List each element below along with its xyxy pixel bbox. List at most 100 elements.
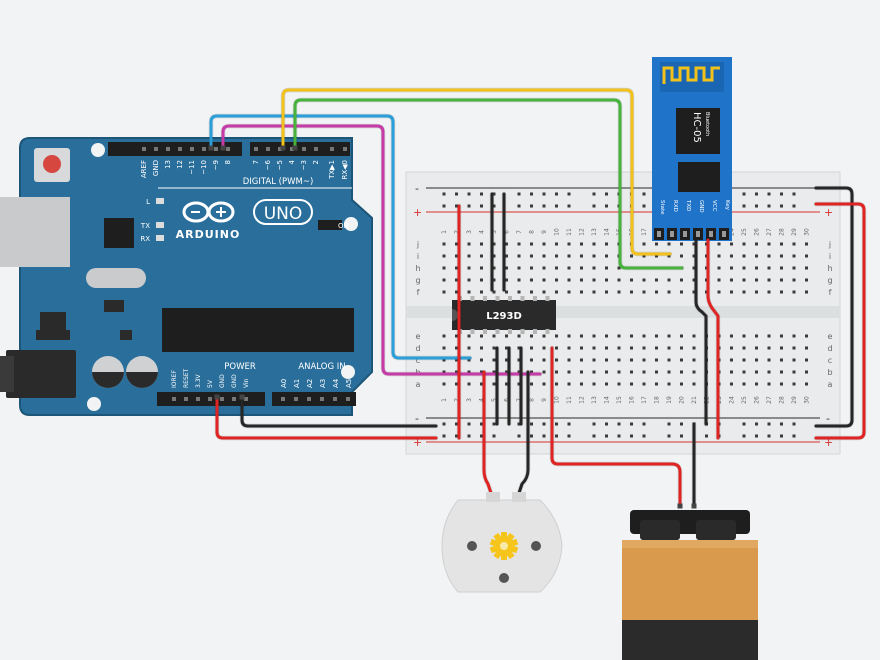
bb-hole[interactable] [480, 254, 483, 258]
bb-rail-hole[interactable] [755, 192, 758, 196]
bb-hole[interactable] [580, 334, 583, 338]
bb-rail-hole[interactable] [605, 204, 608, 208]
bb-hole[interactable] [455, 358, 458, 362]
bb-hole[interactable] [792, 382, 796, 386]
bb-hole[interactable] [542, 254, 546, 258]
header-pin[interactable] [202, 147, 206, 151]
bb-hole[interactable] [442, 290, 446, 294]
bb-rail-hole[interactable] [492, 204, 496, 208]
bb-hole[interactable] [467, 278, 471, 282]
bb-hole[interactable] [667, 370, 671, 374]
bb-rail-hole[interactable] [567, 434, 571, 438]
bb-hole[interactable] [780, 254, 783, 258]
header-pin[interactable] [232, 397, 236, 401]
bb-hole[interactable] [655, 382, 658, 386]
bb-hole[interactable] [642, 358, 646, 362]
bb-hole[interactable] [717, 278, 721, 282]
bb-hole[interactable] [555, 382, 558, 386]
header-pin[interactable] [166, 147, 170, 151]
bb-hole[interactable] [755, 346, 758, 350]
bb-rail-hole[interactable] [467, 434, 471, 438]
bb-hole[interactable] [442, 358, 446, 362]
bb-hole[interactable] [480, 266, 483, 270]
bb-hole[interactable] [567, 382, 571, 386]
header-pin[interactable] [190, 147, 194, 151]
bb-hole[interactable] [630, 370, 633, 374]
bb-hole[interactable] [717, 254, 721, 258]
bb-hole[interactable] [467, 358, 471, 362]
bb-hole[interactable] [755, 358, 758, 362]
bb-hole[interactable] [555, 358, 558, 362]
bb-rail-hole[interactable] [592, 192, 596, 196]
bb-hole[interactable] [680, 290, 683, 294]
bb-hole[interactable] [755, 278, 758, 282]
bb-rail-hole[interactable] [592, 422, 596, 426]
bb-hole[interactable] [780, 334, 783, 338]
bb-rail-hole[interactable] [592, 434, 596, 438]
bb-hole[interactable] [642, 346, 646, 350]
bb-hole[interactable] [567, 278, 571, 282]
bb-hole[interactable] [492, 334, 496, 338]
bb-hole[interactable] [517, 382, 521, 386]
bb-rail-hole[interactable] [705, 434, 708, 438]
bb-hole[interactable] [630, 334, 633, 338]
bb-hole[interactable] [630, 290, 633, 294]
bb-rail-hole[interactable] [442, 204, 446, 208]
bb-hole[interactable] [805, 242, 808, 246]
bb-rail-hole[interactable] [792, 204, 796, 208]
bb-hole[interactable] [730, 278, 733, 282]
bb-hole[interactable] [805, 290, 808, 294]
bb-hole[interactable] [667, 358, 671, 362]
bb-hole[interactable] [767, 290, 771, 294]
bb-hole[interactable] [455, 278, 458, 282]
bb-hole[interactable] [780, 242, 783, 246]
bb-hole[interactable] [680, 242, 683, 246]
bb-rail-hole[interactable] [480, 422, 483, 426]
bb-hole[interactable] [505, 346, 508, 350]
bb-hole[interactable] [805, 346, 808, 350]
bb-hole[interactable] [617, 346, 621, 350]
bb-hole[interactable] [530, 334, 533, 338]
bb-hole[interactable] [617, 290, 621, 294]
bb-hole[interactable] [642, 370, 646, 374]
bb-hole[interactable] [442, 242, 446, 246]
bb-hole[interactable] [542, 358, 546, 362]
bb-hole[interactable] [480, 278, 483, 282]
bb-hole[interactable] [667, 334, 671, 338]
bb-rail-hole[interactable] [642, 434, 646, 438]
bb-rail-hole[interactable] [630, 422, 633, 426]
bb-hole[interactable] [655, 346, 658, 350]
bb-hole[interactable] [642, 290, 646, 294]
header-pin[interactable] [330, 147, 334, 151]
bb-hole[interactable] [655, 242, 658, 246]
bb-rail-hole[interactable] [480, 192, 483, 196]
bb-hole[interactable] [480, 290, 483, 294]
bb-hole[interactable] [655, 370, 658, 374]
bb-hole[interactable] [480, 334, 483, 338]
bb-hole[interactable] [717, 266, 721, 270]
bb-hole[interactable] [542, 382, 546, 386]
bb-hole[interactable] [455, 382, 458, 386]
bb-hole[interactable] [592, 346, 596, 350]
bb-hole[interactable] [717, 290, 721, 294]
bb-hole[interactable] [767, 382, 771, 386]
bb-rail-hole[interactable] [542, 204, 546, 208]
bb-hole[interactable] [730, 370, 733, 374]
bb-hole[interactable] [530, 242, 533, 246]
bb-hole[interactable] [730, 346, 733, 350]
wire-black-gnd[interactable] [240, 395, 438, 428]
bb-hole[interactable] [755, 242, 758, 246]
bb-hole[interactable] [692, 334, 696, 338]
bb-hole[interactable] [742, 358, 746, 362]
wire-black-rail[interactable] [814, 186, 854, 428]
bb-hole[interactable] [580, 290, 583, 294]
bb-rail-hole[interactable] [642, 204, 646, 208]
bb-hole[interactable] [542, 278, 546, 282]
bb-hole[interactable] [530, 290, 533, 294]
bb-hole[interactable] [455, 370, 458, 374]
bb-hole[interactable] [655, 278, 658, 282]
bb-hole[interactable] [767, 334, 771, 338]
bb-hole[interactable] [505, 334, 508, 338]
header-pin[interactable] [254, 147, 258, 151]
bb-hole[interactable] [542, 346, 546, 350]
